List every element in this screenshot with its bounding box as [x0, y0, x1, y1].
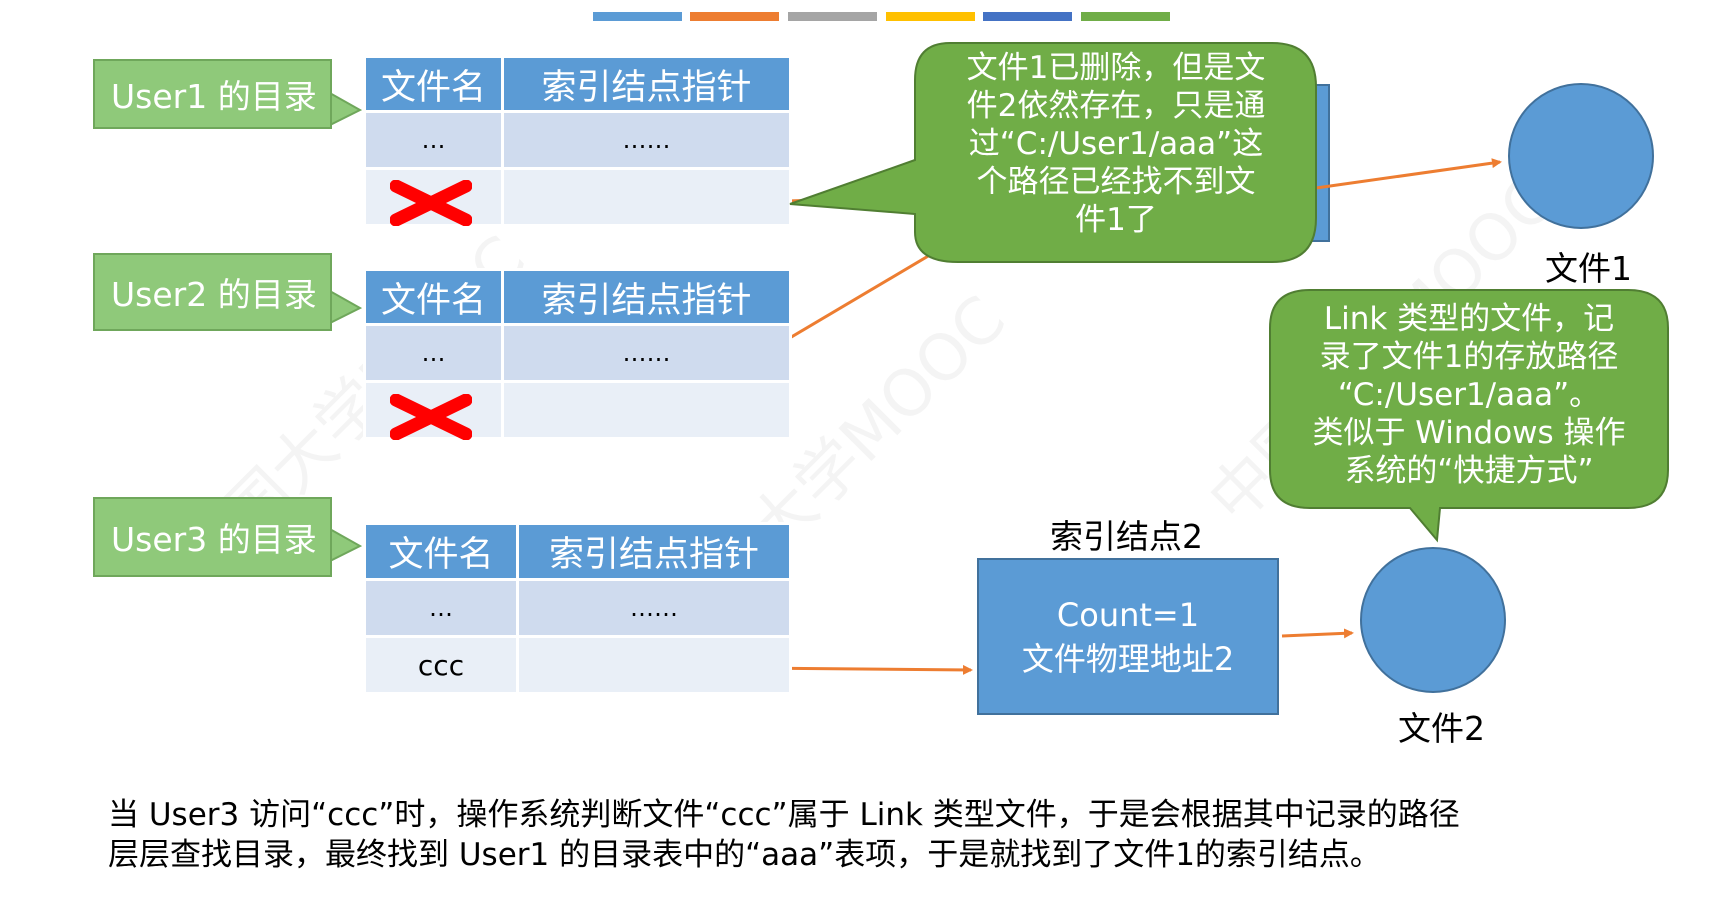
link-note-bubble [1269, 289, 1669, 543]
caption-line: 层层查找目录，最终找到 User1 的目录表中的“aaa”表项，于是就找到了文件… [108, 837, 1381, 873]
explanation-caption: 当 User3 访问“ccc”时，操作系统判断文件“ccc”属于 Link 类型… [108, 795, 1688, 875]
file1-label: 文件1 [1545, 249, 1632, 288]
table-cell: …… [501, 323, 792, 383]
deleted-cross-icon [390, 180, 472, 226]
column-header-inode-pointer: 索引结点指针 [516, 522, 792, 581]
color-bar-segment [886, 12, 975, 21]
inode2-count: Count=1 [1056, 595, 1200, 634]
inode2-title: 索引结点2 [1050, 517, 1203, 556]
deleted-note-line: 文件1已删除，但是文 [966, 50, 1266, 86]
table-cell [501, 380, 792, 440]
deleted-note-text: 文件1已删除，但是文 件2依然存在，只是通 过“C:/User1/aaa”这 个… [920, 49, 1312, 239]
link-note-line: Link 类型的文件，记 [1323, 301, 1615, 337]
color-bar-segment [593, 12, 682, 21]
user1-label-tail [328, 92, 362, 128]
deleted-note-bubble [789, 42, 1317, 263]
link-note-text: Link 类型的文件，记 录了文件1的存放路径 “C:/User1/aaa”。 … [1272, 300, 1666, 490]
deleted-note-line: 过“C:/User1/aaa”这 [968, 126, 1264, 162]
color-bar-segment [983, 12, 1072, 21]
inode2-physical-address: 文件物理地址2 [1021, 639, 1235, 678]
user3-directory-label: User3 的目录 [93, 497, 332, 577]
user2-label-tail [328, 290, 362, 326]
link-note-line: 系统的“快捷方式” [1344, 453, 1594, 489]
color-bar-segment [788, 12, 877, 21]
table-cell-ccc: ccc [363, 635, 519, 695]
link-note-line: 类似于 Windows 操作 [1312, 415, 1626, 451]
user3-directory-table: 文件名 索引结点指针 … …… ccc [363, 522, 792, 695]
deleted-cross-icon [390, 394, 472, 440]
table-cell: … [363, 110, 504, 170]
file1-node [1508, 83, 1654, 229]
deleted-note-line: 件2依然存在，只是通 [966, 88, 1266, 124]
user2-directory-label: User2 的目录 [93, 253, 332, 331]
column-header-filename: 文件名 [363, 55, 504, 113]
file2-node [1360, 547, 1506, 693]
column-header-filename: 文件名 [363, 522, 519, 581]
column-header-inode-pointer: 索引结点指针 [501, 268, 792, 326]
table-cell: … [363, 578, 519, 638]
column-header-filename: 文件名 [363, 268, 504, 326]
deleted-note-line: 件1了 [1075, 202, 1157, 238]
table-cell: …… [516, 578, 792, 638]
inode1-to-file1-arrow [1315, 158, 1502, 190]
link-note-line: 录了文件1的存放路径 [1319, 339, 1619, 375]
caption-line: 当 User3 访问“ccc”时，操作系统判断文件“ccc”属于 Link 类型… [108, 797, 1460, 833]
color-bar-segment [690, 12, 779, 21]
color-bar-segment [1081, 12, 1170, 21]
table-cell [516, 635, 792, 695]
inode2-box: Count=1 文件物理地址2 [977, 558, 1279, 715]
link-note-line: “C:/User1/aaa”。 [1337, 377, 1601, 413]
table-cell [501, 167, 792, 227]
user2-directory-table: 文件名 索引结点指针 … …… [363, 268, 792, 440]
user3-label-tail [328, 528, 362, 564]
inode2-to-file2-arrow [1281, 628, 1354, 639]
user1-directory-table: 文件名 索引结点指针 … …… [363, 55, 792, 227]
deleted-note-line: 个路径已经找不到文 [976, 164, 1256, 200]
table-cell: … [363, 323, 504, 383]
table-cell: …… [501, 110, 792, 170]
user1-directory-label: User1 的目录 [93, 59, 332, 129]
file2-label: 文件2 [1398, 709, 1485, 748]
column-header-inode-pointer: 索引结点指针 [501, 55, 792, 113]
